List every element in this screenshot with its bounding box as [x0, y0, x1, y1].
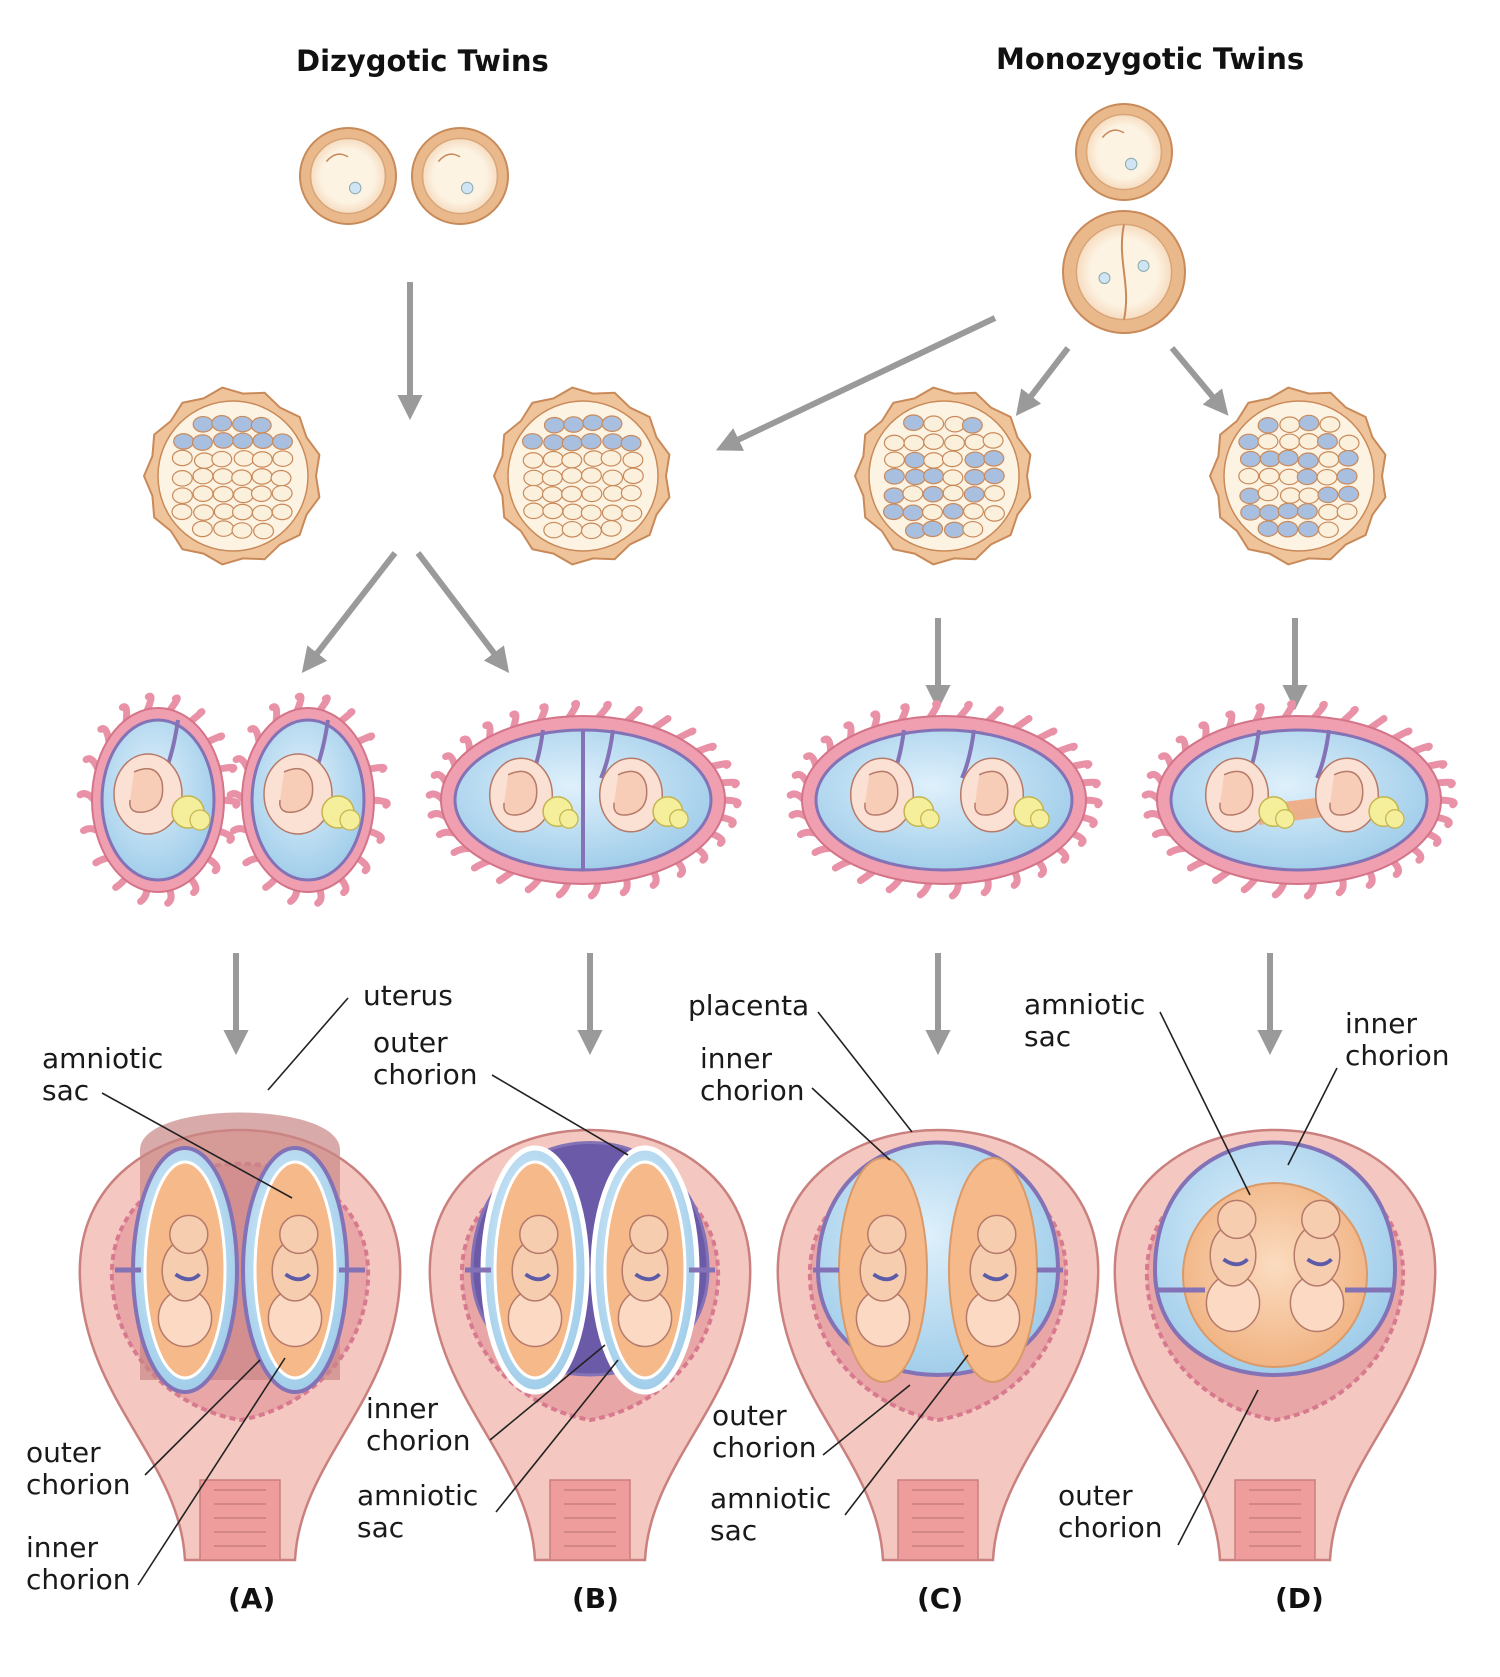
label-c-placenta: placenta	[688, 989, 810, 1022]
uterus-c	[776, 1128, 1100, 1562]
panel-label-d: (D)	[1275, 1582, 1324, 1615]
panel-label-a: (A)	[228, 1582, 276, 1615]
label-a-uterus: uterus	[363, 979, 453, 1012]
blastocyst-mz-d	[1208, 386, 1387, 566]
zygote-dz-2	[411, 127, 509, 225]
embryo-a-2	[226, 692, 391, 907]
embryo-c	[786, 699, 1103, 900]
uterus-a	[78, 1112, 402, 1562]
arrow-mz-mid	[1015, 346, 1071, 416]
arrow-dz-split-left	[301, 551, 398, 673]
blastocyst-mz-c	[853, 386, 1032, 566]
arrow-mz-right	[1169, 346, 1229, 416]
uterus-row	[78, 1112, 1437, 1562]
early-embryo-row	[76, 692, 1458, 907]
zygotes	[299, 103, 1186, 334]
arrow-mz-left	[715, 315, 997, 451]
embryo-d	[1141, 699, 1458, 900]
panel-label-c: (C)	[917, 1582, 964, 1615]
panel-label-b: (B)	[572, 1582, 619, 1615]
uterus-b	[428, 1128, 752, 1562]
zygote-dz-1	[299, 127, 397, 225]
embryo-a-1	[76, 692, 241, 907]
leader-lines	[101, 997, 1338, 1586]
blastocysts	[142, 386, 1387, 566]
blastocyst-dz-2	[492, 386, 671, 566]
title-monozygotic: Monozygotic Twins	[996, 42, 1305, 76]
uterus-d	[1113, 1128, 1437, 1562]
arrow-dz-split-right	[415, 551, 510, 674]
zygote-mz-two-cell	[1062, 210, 1186, 334]
flow-arrows	[223, 282, 1308, 1056]
embryo-b	[425, 699, 742, 900]
blastocyst-dz-1	[142, 386, 321, 566]
title-dizygotic: Dizygotic Twins	[296, 44, 549, 78]
zygote-mz-single	[1075, 103, 1173, 201]
